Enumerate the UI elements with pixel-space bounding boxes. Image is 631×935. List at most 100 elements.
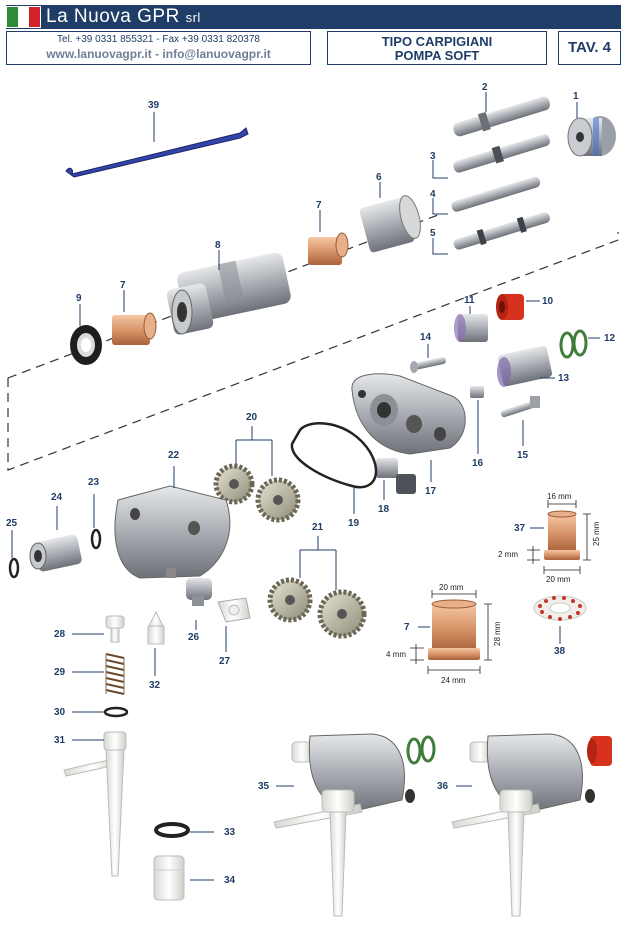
part-38-thrust-bearing xyxy=(533,595,587,621)
label-part-27: 27 xyxy=(219,656,231,667)
part-34-plug xyxy=(153,855,185,901)
label-part-33: 33 xyxy=(224,827,236,838)
label-part-10: 10 xyxy=(542,296,554,307)
part-16-nut xyxy=(470,386,484,398)
part-11-bushing xyxy=(454,314,488,342)
company-suffix: srl xyxy=(185,10,201,25)
part-30-o-ring xyxy=(103,706,129,718)
part-15-pin xyxy=(500,396,540,418)
table-number-box: TAV. 4 xyxy=(558,31,621,65)
leader-lines xyxy=(11,92,600,881)
part-28-plug xyxy=(105,615,125,643)
label-part-1: 1 xyxy=(573,91,579,102)
title-line-2: POMPA SOFT xyxy=(394,48,480,63)
label-part-4: 4 xyxy=(430,189,436,200)
part-7-dimension-lines xyxy=(410,590,492,674)
label-part-7-upper: 7 xyxy=(316,200,322,211)
dim-7-top: 20 mm xyxy=(439,583,464,592)
label-part-37: 37 xyxy=(514,523,526,534)
part-37-flanged-bushing xyxy=(544,510,580,560)
part-7-flanged-bushing-detail xyxy=(428,599,480,660)
label-part-22: 22 xyxy=(168,450,180,461)
label-part-7-lower: 7 xyxy=(120,280,126,291)
part-8-housing xyxy=(166,252,291,335)
title-box: TIPO CARPIGIANI POMPA SOFT xyxy=(327,31,547,65)
part-12-o-rings xyxy=(559,329,588,359)
label-part-31: 31 xyxy=(54,735,66,746)
label-part-34: 34 xyxy=(224,875,236,886)
label-part-21: 21 xyxy=(312,522,324,533)
label-part-9: 9 xyxy=(76,293,82,304)
label-part-19: 19 xyxy=(348,518,360,529)
label-part-6: 6 xyxy=(376,172,382,183)
part-3-shaft xyxy=(453,134,550,173)
label-part-32: 32 xyxy=(149,680,161,691)
dim-7-height: 28 mm xyxy=(493,621,502,646)
dim-37-bottom: 20 mm xyxy=(546,575,571,584)
part-36-assembled-pump xyxy=(451,733,612,917)
part-14-screw xyxy=(410,357,446,373)
dim-7-bottom: 24 mm xyxy=(441,676,466,685)
label-part-5: 5 xyxy=(430,228,436,239)
dim-37-top: 16 mm xyxy=(547,492,572,501)
part-32-plug xyxy=(147,610,165,645)
part-17-pump-body xyxy=(351,373,466,455)
label-part-18: 18 xyxy=(378,504,390,515)
contact-box: Tel. +39 0331 855321 - Fax +39 0331 8203… xyxy=(6,31,311,65)
label-part-24: 24 xyxy=(51,492,63,503)
label-part-26: 26 xyxy=(188,632,200,643)
part-2-shaft xyxy=(453,96,550,137)
flag-white-stripe xyxy=(18,7,29,27)
table-number: TAV. 4 xyxy=(567,39,612,56)
part-33-o-ring xyxy=(154,822,190,838)
part-37-dimension-lines xyxy=(527,500,591,574)
part-27-valve-white xyxy=(217,597,251,623)
part-21-gears xyxy=(267,577,367,639)
part-5-shaft xyxy=(453,212,550,250)
label-part-11: 11 xyxy=(464,295,475,306)
dim-7-flange: 4 mm xyxy=(386,650,406,659)
company-main-name: La Nuova GPR xyxy=(46,6,180,27)
part-6-sleeve xyxy=(359,195,421,253)
part-18-rollers xyxy=(376,458,416,494)
label-part-38: 38 xyxy=(554,646,566,657)
contact-web-email[interactable]: www.lanuovagpr.it - info@lanuovagpr.it xyxy=(46,47,271,61)
part-35-assembled-pump xyxy=(273,733,436,917)
label-part-35: 35 xyxy=(258,781,270,792)
label-part-14: 14 xyxy=(420,332,432,343)
label-part-36: 36 xyxy=(437,781,449,792)
label-part-25: 25 xyxy=(6,518,18,529)
part-23-o-ring xyxy=(90,528,102,550)
part-25-o-ring xyxy=(8,557,20,579)
part-29-spring xyxy=(105,653,125,695)
part-26-valve xyxy=(186,578,212,606)
part-7-bushing-upper xyxy=(308,232,349,265)
italian-flag-icon xyxy=(6,6,41,28)
flag-green-stripe xyxy=(7,7,18,27)
assembly-dashed-frame xyxy=(7,232,619,471)
part-9-seal xyxy=(70,325,102,365)
label-part-39: 39 xyxy=(148,100,160,111)
label-part-7-detail: 7 xyxy=(404,622,410,633)
contact-phone-fax: Tel. +39 0331 855321 - Fax +39 0331 8203… xyxy=(57,34,260,45)
part-39-extraction-tool xyxy=(65,127,249,178)
part-1-cap xyxy=(567,116,616,157)
label-part-16: 16 xyxy=(472,458,484,469)
part-13-sleeve xyxy=(497,345,553,387)
label-part-23: 23 xyxy=(88,477,100,488)
company-name: La Nuova GPR srl xyxy=(46,6,201,28)
header-bar xyxy=(6,5,621,29)
part-22-front-block xyxy=(114,485,231,579)
label-part-20: 20 xyxy=(246,412,258,423)
label-part-8: 8 xyxy=(215,240,221,251)
label-part-2: 2 xyxy=(482,82,488,93)
part-24-nozzle xyxy=(29,534,82,572)
label-part-28: 28 xyxy=(54,629,66,640)
label-part-3: 3 xyxy=(430,151,436,162)
label-part-15: 15 xyxy=(517,450,529,461)
label-part-13: 13 xyxy=(558,373,570,384)
part-10-red-seal xyxy=(496,294,524,320)
part-31-valve-tube xyxy=(63,731,127,877)
